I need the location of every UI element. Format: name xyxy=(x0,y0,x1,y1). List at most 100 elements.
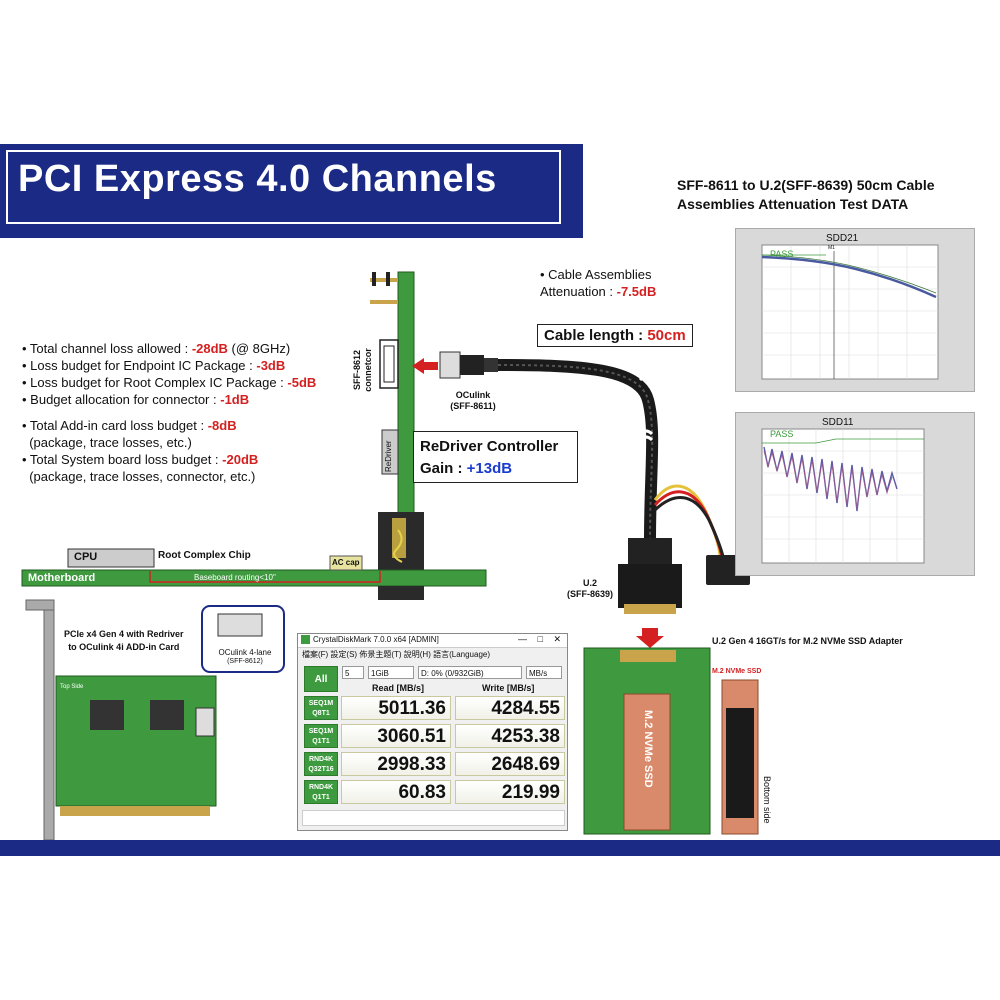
cable-break-mark xyxy=(634,369,654,382)
bullet-endpoint: • Loss budget for Endpoint IC Package : … xyxy=(22,357,316,374)
redriver-chip xyxy=(381,429,399,475)
bullet-system-board: • Total System board loss budget : -20dB xyxy=(22,451,316,468)
m2-vertical-label: M.2 NVMe SSD xyxy=(642,710,654,788)
bullet-suffix: (@ 8GHz) xyxy=(227,341,291,356)
minimize-icon[interactable]: — xyxy=(518,634,527,644)
bottom-side-label-wrap: Bottom side xyxy=(760,776,774,836)
sdd11-pass: PASS xyxy=(770,429,794,439)
u2-connector-head xyxy=(618,564,682,608)
cable-test-title: SFF-8611 to U.2(SFF-8639) 50cm Cable Ass… xyxy=(677,176,935,214)
redriver-gain: Gain : +13dB xyxy=(420,458,571,480)
oculink-callout-label: OCulink 4-lane (SFF-8612) xyxy=(206,648,284,666)
bullet-value: -5dB xyxy=(287,375,317,390)
u2-label: U.2 (SFF-8639) xyxy=(566,578,613,599)
runs-select[interactable]: 5 xyxy=(342,666,364,679)
pcie-card-label: PCIe x4 Gen 4 with Redriver to OCulink 4… xyxy=(64,629,184,652)
cable-attenuation: • Cable Assemblies Attenuation : -7.5dB xyxy=(540,266,656,300)
unit-select[interactable]: MB/s xyxy=(526,666,562,679)
slot-base xyxy=(378,586,424,600)
bullet-system-board-sub: (package, trace losses, connector, etc.) xyxy=(22,469,256,484)
redriver-gain-value: +13dB xyxy=(466,460,513,477)
ac-cap xyxy=(329,555,363,571)
down-arrow-icon xyxy=(636,628,664,648)
cable-att-value: -7.5dB xyxy=(616,284,657,299)
write-header: Write [MB/s] xyxy=(482,683,535,693)
sff8612-label-wrap: SFF-8612 connetcor xyxy=(352,342,380,398)
card-oculink-port xyxy=(195,707,215,737)
bullet-text: • Budget allocation for connector : xyxy=(22,392,221,407)
row-label1: SEQ1M xyxy=(308,728,334,735)
page-title: PCI Express 4.0 Channels xyxy=(18,158,497,200)
title-underline xyxy=(0,232,583,238)
title-banner-frame xyxy=(6,150,561,224)
redriver-title: ReDriver Controller xyxy=(420,438,559,455)
cdm-comment-field[interactable] xyxy=(302,810,565,826)
row1-read: 5011.36 xyxy=(341,696,451,720)
card-edge-fingers xyxy=(60,806,210,816)
sff8612-connector xyxy=(379,339,399,389)
row3-write: 2648.69 xyxy=(455,752,565,776)
maximize-icon[interactable]: □ xyxy=(537,634,543,644)
bullet-connector: • Budget allocation for connector : -1dB xyxy=(22,391,316,408)
sdd21-title: SDD21 xyxy=(826,233,859,244)
read-header: Read [MB/s] xyxy=(372,683,425,693)
row-label2: Q8T1 xyxy=(312,710,330,717)
cable-braid xyxy=(497,364,654,541)
drive-select[interactable]: D: 0% (0/932GiB) xyxy=(418,666,522,679)
cdm-titlebar: CrystalDiskMark 7.0.0 x64 [ADMIN] — □ ✕ xyxy=(298,634,567,648)
sdd21-marker: M1 xyxy=(828,245,835,251)
oculink-callout-port xyxy=(217,613,263,637)
cable-att-line2: Attenuation : -7.5dB xyxy=(540,283,656,300)
cable-test-title-line2: Assemblies Attenuation Test DATA xyxy=(677,196,909,212)
root-complex-label: Root Complex Chip xyxy=(158,550,251,561)
bottom-side-label: Bottom side xyxy=(762,776,772,824)
bullet-total-channel: • Total channel loss allowed : -28dB (@ … xyxy=(22,340,316,357)
cable-att-line1: • Cable Assemblies xyxy=(540,267,652,282)
cdm-title: CrystalDiskMark 7.0.0 x64 [ADMIN] xyxy=(313,635,439,644)
cable-test-title-line1: SFF-8611 to U.2(SFF-8639) 50cm Cable xyxy=(677,177,935,193)
m2-vertical-label-wrap: M.2 NVMe SSD xyxy=(638,710,656,820)
u2-adapter-label: U.2 Gen 4 16GT/s for M.2 NVMe SSD Adapte… xyxy=(712,636,903,646)
bullet-text: • Loss budget for Endpoint IC Package : xyxy=(22,358,257,373)
cable-length-value: 50cm xyxy=(647,327,686,344)
all-button[interactable]: All xyxy=(304,666,338,692)
cdm-menu[interactable]: 檔案(F) 設定(S) 佈景主題(T) 說明(H) 語言(Language) xyxy=(302,650,491,659)
row3-label[interactable]: RND4K Q32T16 xyxy=(304,752,338,776)
pcie-card-pcb xyxy=(55,675,217,807)
row-label1: RND4K xyxy=(308,784,334,791)
cpu-chip xyxy=(67,548,155,568)
row-label2: Q1T1 xyxy=(312,738,330,745)
slot-trace xyxy=(393,529,403,563)
row2-label[interactable]: SEQ1M Q1T1 xyxy=(304,724,338,748)
row-label1: RND4K xyxy=(308,756,334,763)
loss-budget-list: • Total channel loss allowed : -28dB (@ … xyxy=(22,340,316,485)
title-banner: PCI Express 4.0 Channels xyxy=(0,144,583,232)
row-label2: Q32T16 xyxy=(308,766,334,773)
oculink-plug-head xyxy=(439,351,461,379)
cable-break-mark xyxy=(638,429,654,442)
size-select[interactable]: 1GiB xyxy=(368,666,414,679)
bullet-value: -1dB xyxy=(220,392,250,407)
row4-read: 60.83 xyxy=(341,780,451,804)
bottom-bar xyxy=(0,840,1000,856)
bullet-addin-card: • Total Add-in card loss budget : -8dB xyxy=(22,417,316,434)
ac-cap-label: AC cap xyxy=(332,558,360,567)
bullet-addin-card-sub: (package, trace losses, etc.) xyxy=(22,435,192,450)
redriver-chip-label-wrap: ReDriver xyxy=(383,432,397,472)
oculink-plug-boot xyxy=(484,358,498,372)
close-icon[interactable]: ✕ xyxy=(553,634,561,644)
m2-ssd-label: M.2 NVMe SSD xyxy=(712,668,762,675)
cpu-label: CPU xyxy=(74,551,98,563)
oculink-plug-body xyxy=(460,355,484,375)
bracket-pin xyxy=(386,272,390,286)
baseboard-routing xyxy=(149,571,381,583)
bullet-value: -3dB xyxy=(256,358,286,373)
u2-connector-pins xyxy=(624,604,676,614)
card-chip xyxy=(90,700,124,730)
row2-read: 3060.51 xyxy=(341,724,451,748)
m2-ssd-label xyxy=(726,708,754,818)
row4-write: 219.99 xyxy=(455,780,565,804)
